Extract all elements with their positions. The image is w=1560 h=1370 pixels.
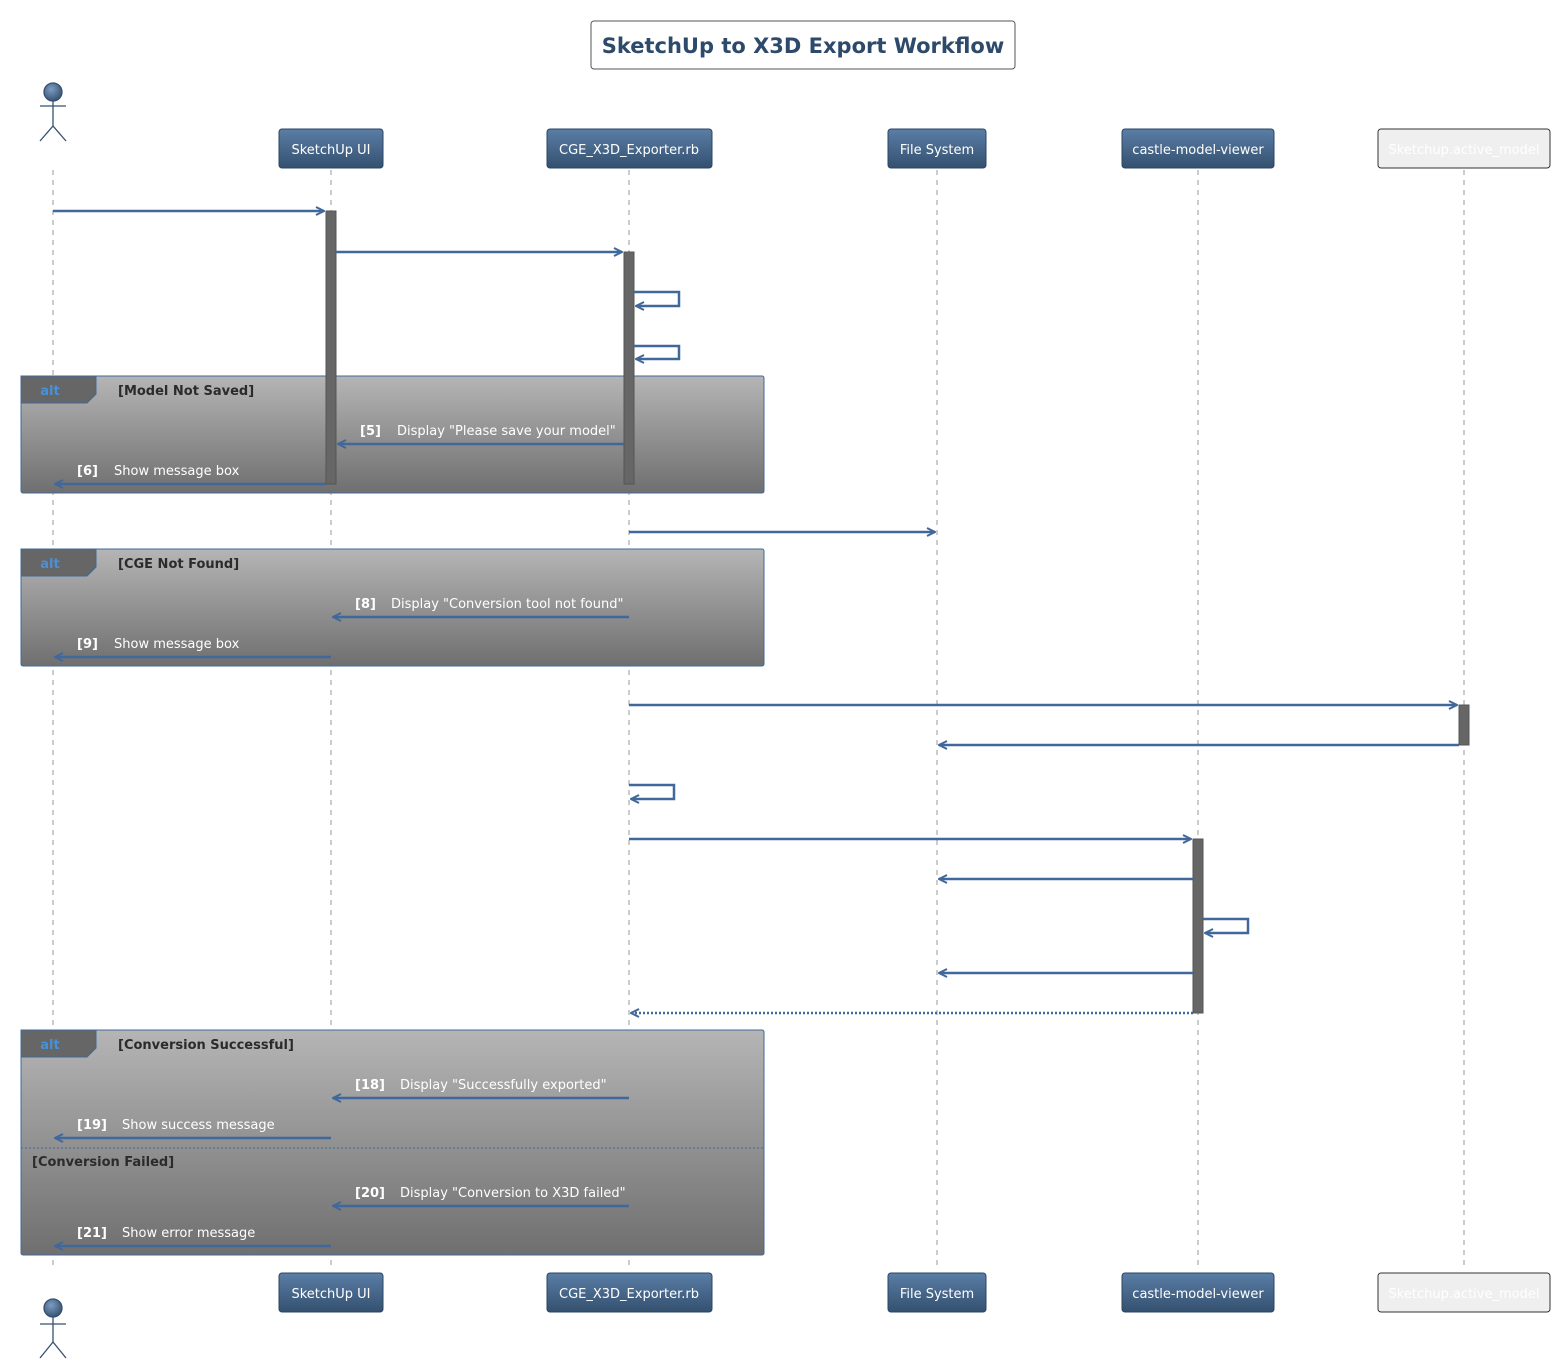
fragment-condition: [Conversion Successful] [118, 1038, 294, 1053]
fragment-keyword: alt [40, 557, 59, 572]
title-text: SketchUp to X3D Export Workflow [602, 34, 1005, 58]
participants-bottom: SketchUp UI CGE_X3D_Exporter.rb File Sys… [39, 1272, 1551, 1359]
participant-castle-model-viewer-bottom: castle-model-viewer [1121, 1272, 1275, 1313]
actor-head [43, 82, 63, 102]
fragment-tab [20, 548, 97, 577]
participant-sketchup-ui-bottom: SketchUp UI [278, 1272, 384, 1313]
message-number-9: [9] [77, 637, 98, 652]
activation-castle-model-viewer [1192, 838, 1204, 1014]
participant-box [887, 128, 987, 169]
participant-box [1377, 1272, 1551, 1313]
fragment-cge-not-found: alt [CGE Not Found] [20, 548, 765, 667]
fragment-tab [20, 375, 97, 404]
actor-right-leg [52, 125, 67, 142]
diagram-title: SketchUp to X3D Export Workflow [590, 20, 1016, 70]
activation-exporter [623, 251, 635, 485]
participant-box [887, 1272, 987, 1313]
actor-user-bottom [39, 1298, 67, 1359]
message-number-8: [8] [355, 597, 376, 612]
participant-box [278, 1272, 384, 1313]
participant-box [546, 1272, 713, 1313]
message-arrow-15-self [1203, 917, 1250, 933]
message-text-21: Show error message [122, 1226, 255, 1241]
actor-user-top [39, 82, 67, 142]
message-arrow-3-self [634, 290, 681, 306]
participant-label: File System [900, 143, 974, 158]
fragment-model-not-saved: alt [Model Not Saved] [20, 375, 765, 494]
participant-label: Sketchup.active_model [1389, 1287, 1540, 1302]
fragment-box [20, 1029, 765, 1256]
participant-exporter-top: CGE_X3D_Exporter.rb [546, 128, 713, 169]
participant-box [1121, 1272, 1275, 1313]
message-arrow-4-self [634, 344, 681, 359]
activation-sketchup-ui [325, 210, 337, 485]
fragment-else-condition: [Conversion Failed] [32, 1155, 174, 1170]
title-box [590, 20, 1016, 70]
message-text-20: Display "Conversion to X3D failed" [400, 1186, 626, 1201]
participant-label: SketchUp UI [291, 1287, 370, 1302]
participant-box [1377, 128, 1551, 169]
fragment-box [20, 548, 765, 667]
message-number-20: [20] [355, 1186, 385, 1201]
message-text-19: Show success message [122, 1118, 275, 1133]
message-number-18: [18] [355, 1078, 385, 1093]
message-text-6: Show message box [114, 464, 240, 479]
activation-active-model [1458, 704, 1470, 746]
actor-right-leg [52, 1341, 67, 1359]
actor-left-leg [39, 125, 54, 142]
message-text-8: Display "Conversion tool not found" [391, 597, 623, 612]
participant-box [546, 128, 713, 169]
participant-file-system-bottom: File System [887, 1272, 987, 1313]
message-labels: [5] Display "Please save your model" [6]… [77, 424, 626, 1241]
activations [325, 210, 1470, 1014]
participant-sketchup-ui-top: SketchUp UI [278, 128, 384, 169]
participant-box [1121, 128, 1275, 169]
participant-exporter-bottom: CGE_X3D_Exporter.rb [546, 1272, 713, 1313]
message-text-5: Display "Please save your model" [397, 424, 616, 439]
messages [53, 211, 1459, 1246]
participant-label: SketchUp UI [291, 143, 370, 158]
participants-top: SketchUp UI CGE_X3D_Exporter.rb File Sys… [39, 82, 1551, 169]
fragment-keyword: alt [40, 384, 59, 399]
participant-label: CGE_X3D_Exporter.rb [559, 1287, 699, 1302]
fragment-tab [20, 1029, 97, 1058]
fragment-condition: [CGE Not Found] [118, 557, 239, 572]
participant-label: castle-model-viewer [1132, 1287, 1264, 1302]
participant-label: castle-model-viewer [1132, 143, 1264, 158]
participant-active-model-bottom: Sketchup.active_model [1377, 1272, 1551, 1313]
message-text-9: Show message box [114, 637, 240, 652]
fragment-condition: [Model Not Saved] [118, 384, 254, 399]
fragment-box [20, 375, 765, 494]
participant-file-system-top: File System [887, 128, 987, 169]
participant-box [278, 128, 384, 169]
message-arrow-12-self [629, 783, 676, 799]
participant-label: Sketchup.active_model [1389, 143, 1540, 158]
message-number-6: [6] [77, 464, 98, 479]
message-number-5: [5] [360, 424, 381, 439]
participant-castle-model-viewer-top: castle-model-viewer [1121, 128, 1275, 169]
participant-active-model-top: Sketchup.active_model [1377, 128, 1551, 169]
fragment-keyword: alt [40, 1038, 59, 1053]
participant-label: File System [900, 1287, 974, 1302]
participant-label: CGE_X3D_Exporter.rb [559, 143, 699, 158]
actor-left-leg [39, 1341, 54, 1359]
message-text-18: Display "Successfully exported" [400, 1078, 607, 1093]
message-number-19: [19] [77, 1118, 107, 1133]
actor-head [43, 1298, 63, 1318]
message-number-21: [21] [77, 1226, 107, 1241]
fragment-conversion-result: alt [Conversion Successful] [Conversion … [20, 1029, 765, 1256]
